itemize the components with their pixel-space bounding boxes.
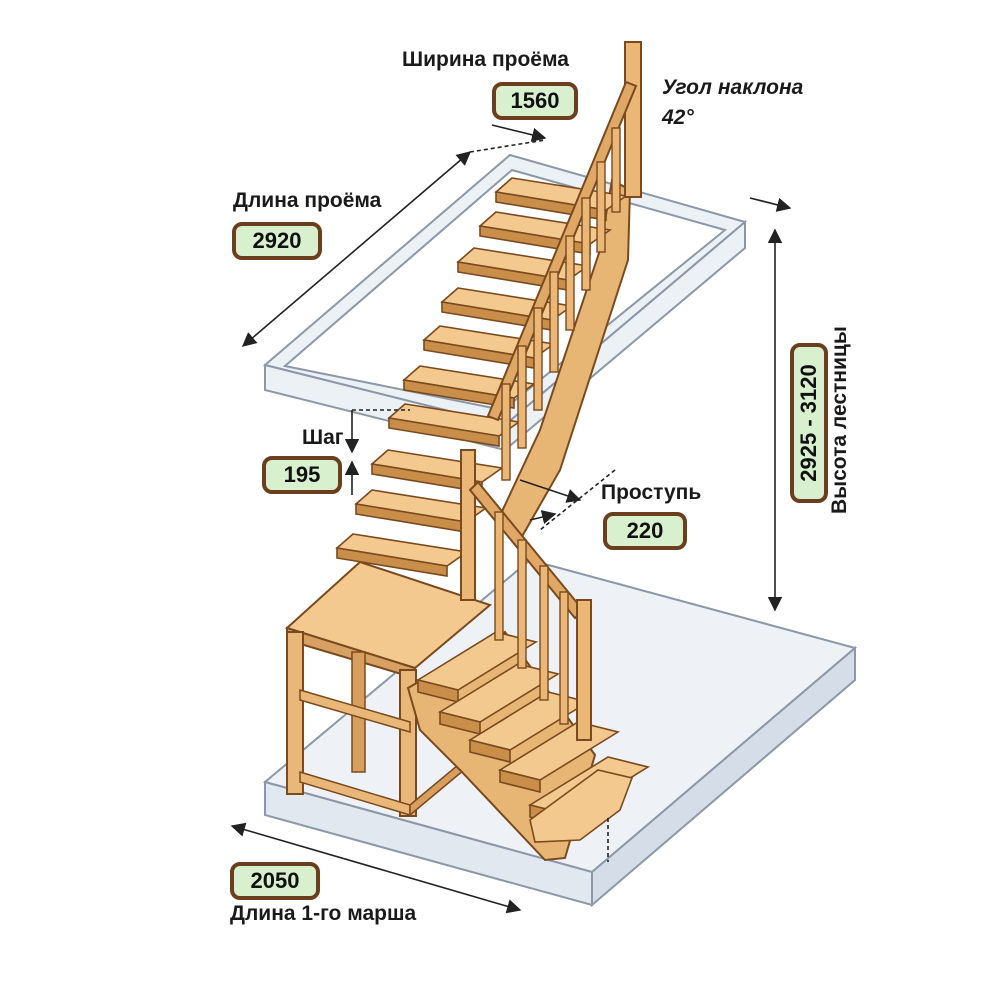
- opening-width-value: 1560: [492, 82, 578, 120]
- upper-baluster-8: [501, 383, 511, 481]
- upper-tread-edge-10: [336, 547, 448, 577]
- landing-platform: [285, 560, 493, 817]
- opening-width-label: Ширина проёма: [402, 48, 569, 71]
- opening-length-label: Длина проёма: [233, 189, 382, 212]
- stair-height-label: Высота лестницы: [828, 326, 851, 514]
- lower-baluster-4: [559, 591, 569, 725]
- opening-length-value: 2920: [232, 222, 322, 260]
- upper-tread-edge-7: [388, 417, 500, 447]
- winder-tread: [529, 769, 634, 843]
- dimension-lines: [230, 124, 792, 914]
- upper-baluster-2: [596, 161, 606, 253]
- slope-angle-value: 42°: [662, 106, 694, 129]
- stair-height-value: 2925 - 3120: [790, 343, 828, 503]
- lower-baluster-3: [539, 565, 549, 701]
- balusters: [494, 127, 621, 725]
- tread-label: Проступь: [601, 481, 702, 504]
- upper-baluster-1: [611, 127, 621, 213]
- upper-baluster-6: [533, 307, 543, 411]
- lower-tread-edge-4: [499, 768, 541, 794]
- tread-value: 220: [603, 512, 687, 550]
- first-flight-value: 2050: [230, 862, 320, 900]
- opening-length-dim: [241, 151, 472, 347]
- upper-baluster-7: [517, 345, 527, 449]
- step-label: Шаг: [302, 426, 344, 449]
- upper-baluster-3: [581, 197, 591, 291]
- first-flight-dim: [230, 822, 522, 914]
- step-value: 195: [262, 456, 342, 494]
- first-flight-label: Длина 1-го марша: [230, 902, 417, 925]
- lower-treads: [415, 631, 651, 843]
- upper-baluster-5: [549, 271, 559, 373]
- lower-baluster-1: [494, 511, 504, 641]
- upper-tread-edge-6: [403, 379, 515, 409]
- opening-width-dim: [491, 124, 547, 142]
- upper-baluster-4: [565, 235, 575, 331]
- lower-baluster-2: [517, 539, 527, 669]
- lower-tread-edge-3: [469, 738, 511, 764]
- slope-angle-label: Угол наклона: [662, 76, 804, 99]
